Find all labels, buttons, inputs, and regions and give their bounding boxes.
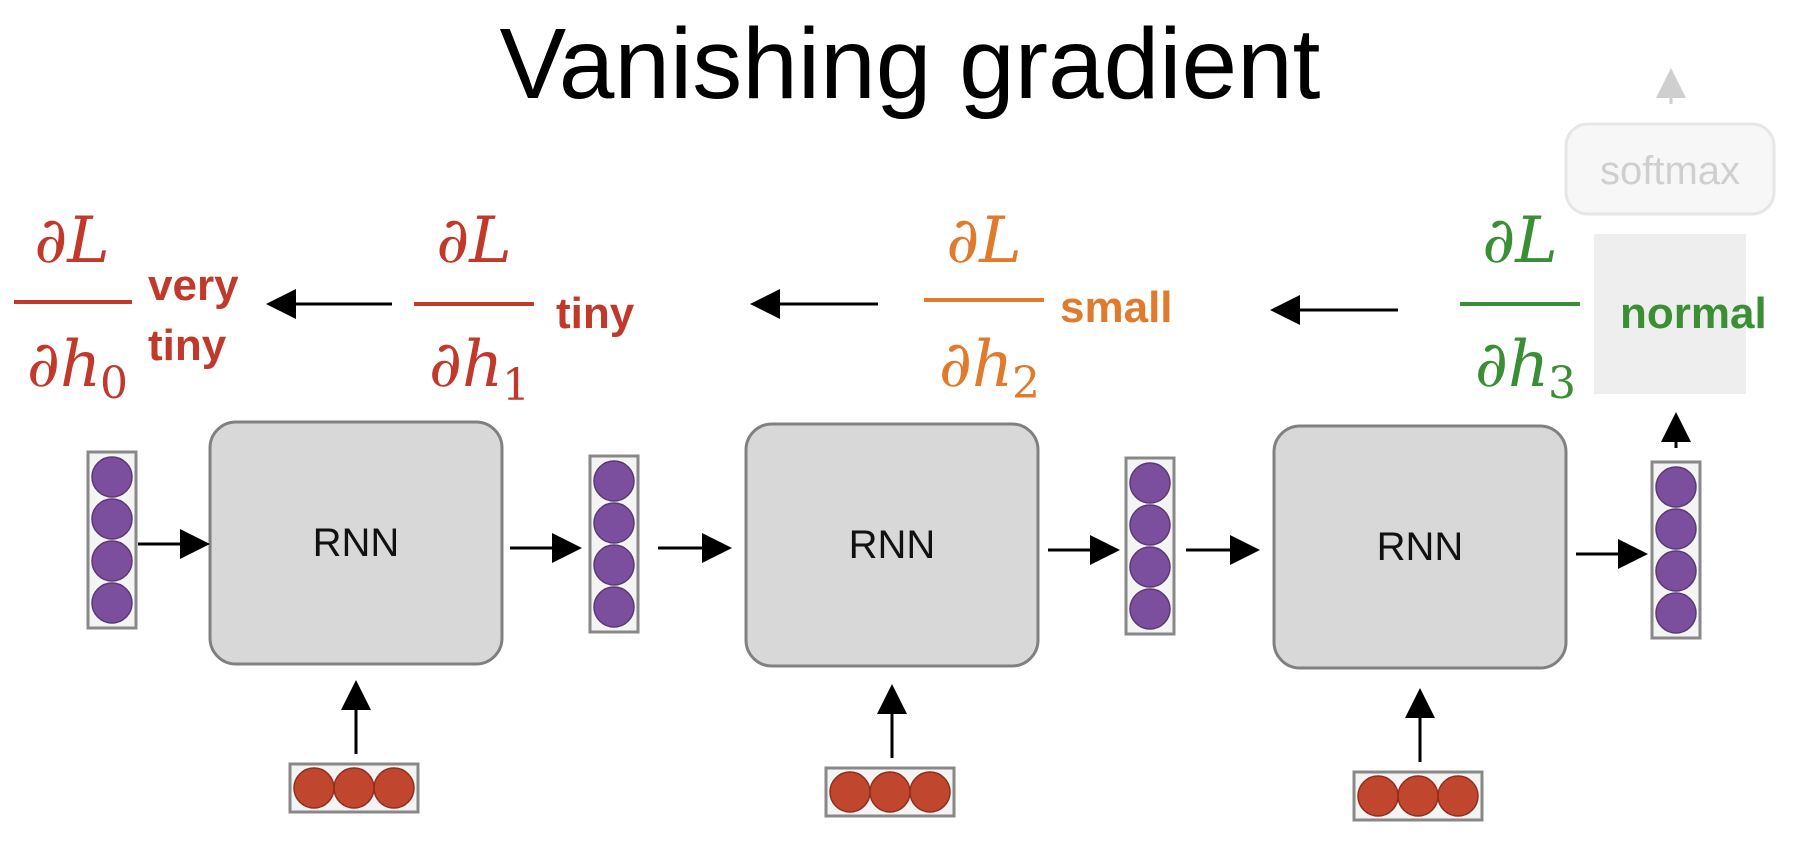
gradient-1-subscript: 1 [502, 360, 530, 411]
rnn-box [1272, 424, 1568, 670]
page-title: Vanishing gradient [500, 8, 1321, 120]
input-unit [1357, 775, 1399, 817]
gradient-3-denominator: ∂h [1475, 328, 1549, 402]
softmax-label: softmax [1600, 149, 1740, 193]
hidden-state-vectors [86, 450, 1702, 640]
hidden-unit [1129, 546, 1171, 588]
gradient-1-numerator: ∂L [436, 204, 512, 278]
rnn-cell-1: RNN [208, 420, 504, 666]
input-unit [293, 767, 335, 809]
input-vector-2 [824, 766, 956, 818]
hidden-unit [91, 456, 133, 498]
gradient-2: ∂L ∂h 2 small [924, 204, 1173, 409]
hidden-unit [593, 460, 635, 502]
gradient-2-word: small [1060, 283, 1173, 332]
gradient-2-numerator: ∂L [946, 204, 1022, 278]
gradient-3-word: normal [1620, 289, 1767, 338]
rnn-box [208, 420, 504, 666]
hidden-unit [1129, 462, 1171, 504]
faded-output-box [1594, 234, 1746, 394]
hidden-vector-h0 [86, 450, 138, 630]
input-vector-3 [1352, 770, 1484, 822]
faded-output-layer: softmax [1564, 68, 1776, 394]
gradient-0-numerator: ∂L [34, 204, 110, 278]
rnn-cell-3: RNN [1272, 424, 1568, 670]
gradient-3: ∂L ∂h 3 normal [1460, 204, 1767, 409]
rnn-cell-2: RNN [744, 422, 1040, 668]
input-unit [373, 767, 415, 809]
gradient-3-subscript: 3 [1548, 358, 1576, 409]
input-unit [869, 771, 911, 813]
input-vectors [288, 762, 1484, 822]
gradient-0-word-line2: tiny [148, 321, 227, 370]
input-unit [829, 771, 871, 813]
input-vector-1 [288, 762, 420, 814]
input-unit [1437, 775, 1479, 817]
hidden-unit [1655, 592, 1697, 634]
rnn-label: RNN [1377, 525, 1464, 569]
hidden-unit [91, 498, 133, 540]
gradient-1: ∂L ∂h 1 tiny [414, 204, 635, 411]
hidden-vector-h3 [1650, 460, 1702, 640]
rnn-label: RNN [313, 521, 400, 565]
gradient-1-denominator: ∂h [429, 328, 503, 402]
hidden-vector-h2 [1124, 456, 1176, 636]
hidden-unit [1655, 550, 1697, 592]
softmax-box [1564, 122, 1776, 216]
hidden-unit [91, 540, 133, 582]
hidden-unit [1129, 588, 1171, 630]
input-unit [909, 771, 951, 813]
gradient-0-subscript: 0 [100, 358, 128, 409]
hidden-unit [1655, 466, 1697, 508]
gradient-3-numerator: ∂L [1482, 204, 1558, 278]
input-unit [1397, 775, 1439, 817]
gradient-2-subscript: 2 [1012, 358, 1040, 409]
gradient-1-word: tiny [556, 289, 635, 338]
rnn-box [744, 422, 1040, 668]
hidden-unit [1129, 504, 1171, 546]
hidden-unit [91, 582, 133, 624]
hidden-unit [593, 502, 635, 544]
hidden-unit [593, 586, 635, 628]
gradient-0-word-line1: very [148, 261, 239, 310]
hidden-vector-h1 [588, 454, 640, 634]
hidden-unit [593, 544, 635, 586]
input-unit [333, 767, 375, 809]
gradient-0: ∂L ∂h 0 very tiny [14, 204, 239, 409]
gradient-2-denominator: ∂h [939, 328, 1013, 402]
hidden-unit [1655, 508, 1697, 550]
rnn-label: RNN [849, 523, 936, 567]
gradient-0-denominator: ∂h [27, 328, 101, 402]
